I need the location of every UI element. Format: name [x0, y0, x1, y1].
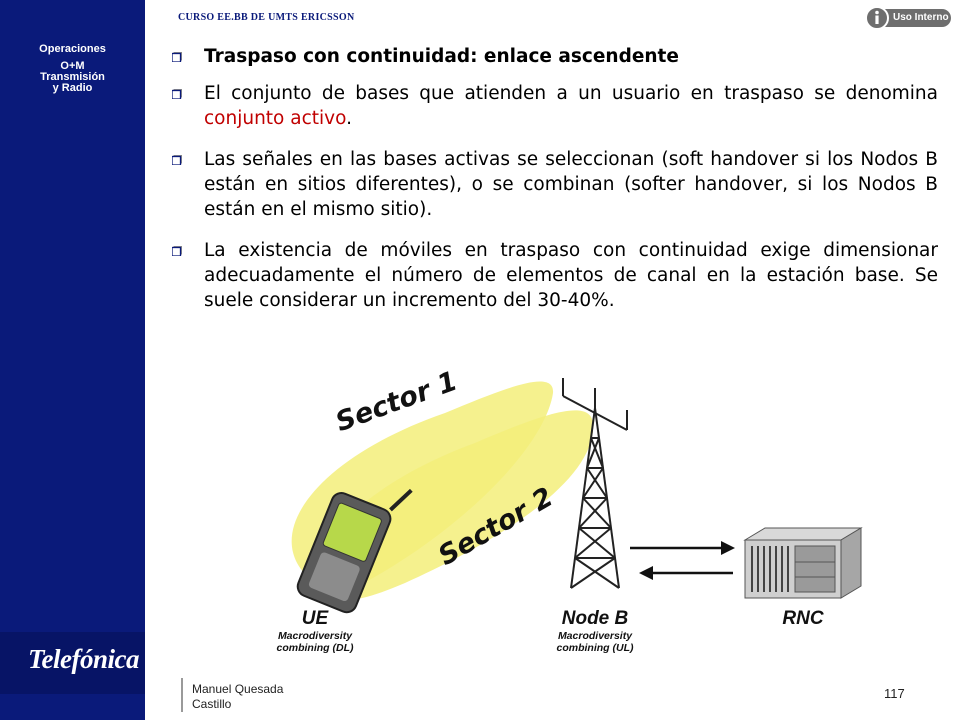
info-icon — [865, 6, 951, 30]
brand-panel — [0, 632, 145, 694]
slide-body: Traspaso con continuidad: enlace ascende… — [172, 44, 938, 329]
ue-phone — [296, 488, 413, 614]
sidebar-section-title: Operaciones O+M Transmisión y Radio — [0, 44, 145, 94]
ue-label: UE — [301, 608, 329, 629]
bullet-1-end: . — [346, 108, 352, 129]
ue-subtitle: Macrodiversity combining (DL) — [255, 630, 375, 654]
bullet-3-text: La existencia de móviles en traspaso con… — [204, 240, 938, 311]
footer-author: Manuel Quesada Castillo — [192, 682, 283, 712]
sidebar-line-3: Transmisión — [40, 71, 105, 83]
handover-diagram: Sector 1 Sector 2 UE Macrodiversity comb… — [255, 366, 875, 668]
bullet-soft-handover: Las señales en las bases activas se sele… — [172, 147, 938, 222]
ue-subtitle-line-1: Macrodiversity — [277, 630, 353, 642]
node-b-tower — [562, 378, 628, 589]
course-header: CURSO EE.BB DE UMTS ERICSSON — [178, 12, 355, 23]
uso-interno-badge: Uso Interno — [865, 6, 955, 30]
node-b-subtitle: Macrodiversity combining (UL) — [535, 630, 655, 654]
ue-subtitle-line-2: combining (DL) — [276, 642, 354, 654]
badge-label: Uso Interno — [893, 12, 949, 23]
node-b-label: Node B — [561, 608, 629, 629]
bullet-2-text: Las señales en las bases activas se sele… — [204, 149, 938, 220]
sidebar — [0, 0, 145, 720]
footer-divider — [181, 678, 183, 712]
bullet-square-icon — [172, 246, 182, 256]
author-line-1: Manuel Quesada — [192, 682, 284, 696]
bullet-square-icon — [172, 52, 182, 62]
bullet-1-text: El conjunto de bases que atienden a un u… — [204, 83, 938, 104]
rnc-label: RNC — [782, 608, 824, 629]
sidebar-line-2: O+M — [60, 60, 85, 72]
bullet-square-icon — [172, 155, 182, 165]
author-line-2: Castillo — [192, 697, 232, 711]
sector-2-beam — [318, 410, 594, 601]
page-number: 117 — [884, 686, 905, 701]
telefonica-logo: Telefónica — [28, 644, 139, 674]
slide-title-text: Traspaso con continuidad: enlace ascende… — [204, 46, 679, 67]
diagram-graphics — [291, 378, 863, 614]
node-b-subtitle-line-1: Macrodiversity — [557, 630, 633, 642]
node-b-subtitle-line-2: combining (UL) — [556, 642, 634, 654]
sidebar-line-4: y Radio — [52, 82, 93, 94]
link-arrows — [630, 541, 735, 580]
sidebar-line-1: Operaciones — [39, 43, 106, 55]
bullet-square-icon — [172, 89, 182, 99]
bullet-conjunto-activo: El conjunto de bases que atienden a un u… — [172, 81, 938, 131]
bullet-dimensionado: La existencia de móviles en traspaso con… — [172, 238, 938, 313]
slide-title: Traspaso con continuidad: enlace ascende… — [172, 44, 938, 69]
conjunto-activo-term: conjunto activo — [204, 108, 347, 129]
rnc-cabinet — [743, 527, 863, 599]
